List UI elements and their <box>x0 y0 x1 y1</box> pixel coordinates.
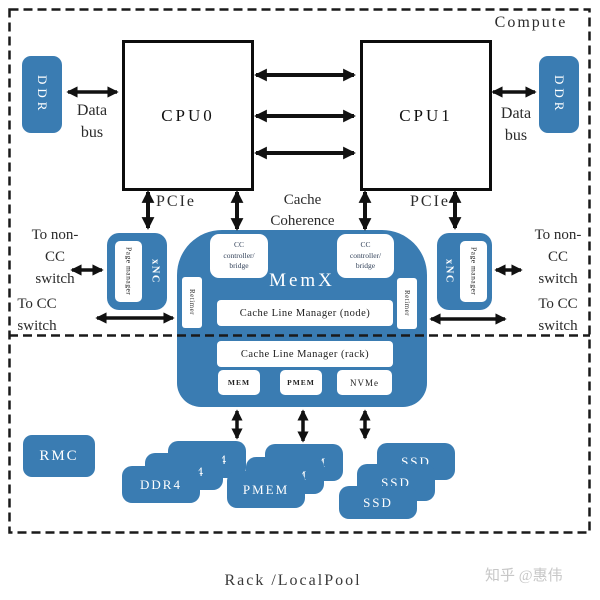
to-noncc-switch-label-left: To non- CC switch <box>8 224 102 290</box>
retimer-box-right: Retimer <box>397 278 417 329</box>
cc-controller-right-line3: bridge <box>355 261 376 271</box>
xnc-box-right: Page manager xNC <box>437 233 492 310</box>
cc-right-line1: To CC <box>538 296 578 312</box>
cache-line-manager-node-box: Cache Line Manager (node) <box>217 300 393 326</box>
to-noncc-switch-label-right: To non- CC switch <box>522 224 594 290</box>
cpu0-label: CPU0 <box>161 105 215 125</box>
pcie-label-right: PCIe <box>410 193 450 210</box>
noncc-right-line1: To non- <box>534 227 582 243</box>
data-bus-left-line1: Data <box>76 102 108 119</box>
data-bus-label-left: Data bus <box>66 100 118 144</box>
xnc-right-label-wrap: xNC <box>439 233 459 310</box>
cc-left-line1: To CC <box>17 296 57 312</box>
cc-left-line2: switch <box>17 318 57 334</box>
ddr-box-right: DDR <box>539 56 579 133</box>
cc-controller-left-line3: bridge <box>229 261 249 271</box>
rack-localpool-label: Rack /LocalPool <box>224 572 362 589</box>
cpu0-box: CPU0 <box>122 40 254 191</box>
rmc-box: RMC <box>23 435 95 477</box>
xnc-left-label-wrap: xNC <box>145 233 165 310</box>
pcie-label-left: PCIe <box>156 193 196 210</box>
pmem-stack-front: PMEM <box>227 471 305 508</box>
data-bus-left-line2: bus <box>80 124 104 141</box>
pmem-box: PMEM <box>280 370 322 395</box>
cpu1-label: CPU1 <box>399 105 453 125</box>
ddr-left-label: DDR <box>35 74 50 115</box>
ddr-box-left: DDR <box>22 56 62 133</box>
to-cc-switch-label-right: To CC switch <box>522 293 594 337</box>
cc-controller-left-line1: CC <box>233 240 244 250</box>
ddr-right-label: DDR <box>552 74 567 115</box>
noncc-left-line2: CC <box>44 249 65 265</box>
ddr4-stack-front: DDR4 <box>122 466 200 503</box>
retimer-right-label: Retimer <box>403 290 411 317</box>
data-bus-right-line2: bus <box>504 127 528 144</box>
data-bus-label-right: Data bus <box>490 103 542 147</box>
noncc-right-line3: switch <box>538 271 578 287</box>
cache-coherence-label: Cache Coherence <box>245 190 360 232</box>
cc-controller-right-line2: controller/ <box>349 250 382 260</box>
noncc-right-line2: CC <box>547 249 568 265</box>
memx-title: MemX <box>269 270 335 291</box>
page-manager-box-left: Page manager <box>115 241 142 302</box>
cache-coherence-line1: Cache <box>283 192 322 208</box>
cache-coherence-line2: Coherence <box>270 213 335 229</box>
cache-line-manager-rack-box: Cache Line Manager (rack) <box>217 341 393 367</box>
cc-controller-left-line2: controller/ <box>223 250 255 260</box>
page-manager-left-label: Page manager <box>124 247 134 296</box>
compute-region-label: Compute <box>494 14 568 31</box>
ssd-stack-front: SSD <box>339 486 417 519</box>
retimer-box-left: Retimer <box>182 277 202 328</box>
cc-right-line2: switch <box>538 318 578 334</box>
xnc-box-left: Page manager xNC <box>107 233 167 310</box>
cc-controller-right-line1: CC <box>360 240 371 250</box>
noncc-left-line1: To non- <box>31 227 79 243</box>
page-manager-right-label: Page manager <box>469 247 479 296</box>
retimer-left-label: Retimer <box>188 289 196 316</box>
noncc-left-line3: switch <box>35 271 75 287</box>
cpu1-box: CPU1 <box>360 40 492 191</box>
page-manager-box-right: Page manager <box>460 241 487 302</box>
to-cc-switch-label-left: To CC switch <box>6 293 68 337</box>
mem-box: MEM <box>218 370 260 395</box>
watermark: 知乎 @惠伟 <box>485 568 563 584</box>
xnc-right-label: xNC <box>443 259 455 284</box>
xnc-left-label: xNC <box>149 259 161 284</box>
data-bus-right-line1: Data <box>500 105 532 122</box>
nvme-box: NVMe <box>337 370 392 395</box>
